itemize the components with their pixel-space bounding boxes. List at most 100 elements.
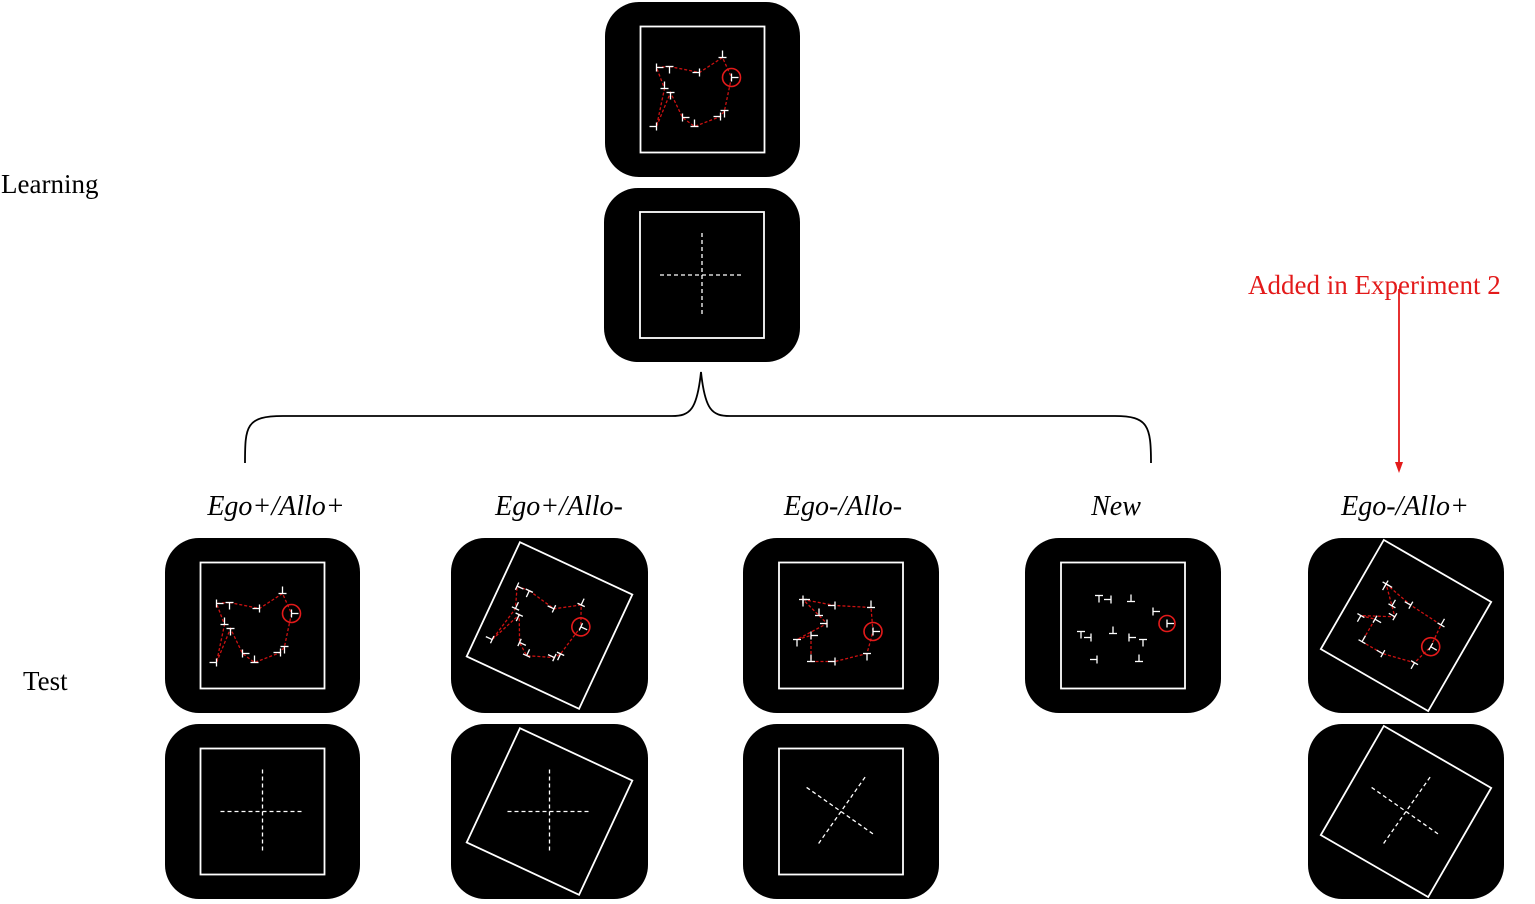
t-shape-item-icon [730, 73, 739, 82]
t-shape-item-icon [863, 652, 871, 661]
t-shape-item-icon [1358, 635, 1367, 645]
t-shape-item-icon [815, 608, 823, 617]
t-shape-item-icon [666, 91, 675, 100]
t-shape-item-icon [1437, 618, 1446, 628]
fixation-display-image [639, 211, 765, 339]
t-shape-item-icon [1139, 638, 1147, 647]
t-shape-item-icon [1128, 633, 1136, 642]
test-label: Test [23, 666, 68, 696]
search-display-image [465, 541, 634, 710]
t-shape-item-icon [1383, 580, 1393, 589]
t-shape-item-icon [556, 651, 565, 661]
t-shape-item-icon [810, 631, 818, 640]
condition-label-ego-minus-allo-minus: Ego-/Allo- [783, 491, 903, 522]
t-shape-item-icon [290, 609, 299, 618]
t-shape-item-icon [525, 588, 534, 598]
t-shape-item-icon [1077, 630, 1085, 639]
t-shape-item-icon [665, 65, 674, 74]
t-shape-item-icon [820, 619, 828, 628]
t-shape-item-icon [1084, 633, 1092, 642]
t-shape-item-icon [802, 595, 810, 604]
t-shape-item-icon [514, 582, 524, 591]
t-shape-item-icon [1152, 607, 1160, 616]
t-shape-item-icon [226, 627, 235, 636]
t-shape-item-icon [692, 68, 701, 77]
t-shape-item-icon [720, 109, 729, 118]
search-display-image [1319, 538, 1493, 713]
fixation-cross-icon [806, 776, 876, 847]
frame [639, 211, 765, 339]
test-fixation-ego-plus-allo-minus [451, 724, 648, 899]
frame [778, 747, 904, 876]
learning-search-display [605, 2, 800, 177]
t-shape-item-icon [681, 113, 690, 122]
search-display-image [1060, 561, 1186, 690]
arrow-down-icon [1395, 289, 1403, 473]
search-path [796, 598, 874, 663]
t-shape-item-icon [655, 63, 664, 72]
condition-label-new: New [1091, 491, 1141, 522]
t-shape-item-icon [1109, 626, 1117, 635]
t-shape-item-icon [690, 119, 699, 128]
t-shape-item-icon [660, 81, 669, 90]
target-circle-icon [281, 603, 302, 624]
t-shape-item-icon [1388, 599, 1397, 609]
t-shape-item-icon [250, 655, 259, 664]
target-circle-icon [1420, 636, 1441, 657]
t-shape-item-icon [517, 638, 527, 647]
t-shape-item-icon [547, 653, 557, 662]
t-shape-item-icon [1135, 654, 1143, 663]
search-display-image [199, 561, 326, 690]
t-shape-item-icon [578, 622, 588, 631]
test-fixation-ego-minus-allo-plus [1308, 724, 1504, 899]
condition-label-ego-plus-allo-minus: Ego+/Allo- [495, 491, 623, 522]
t-shape-item-icon [1090, 655, 1098, 664]
t-shape-item-icon [1404, 601, 1414, 609]
fixation-display-image [778, 747, 904, 876]
test-search-ego-minus-allo-minus [743, 538, 939, 713]
fixation-cross-icon [507, 769, 592, 854]
t-shape-item-icon [1095, 594, 1103, 603]
fixation-cross-icon [660, 233, 744, 317]
t-shape-item-icon [1104, 595, 1112, 604]
t-shape-item-icon [273, 648, 282, 657]
test-search-new [1025, 538, 1221, 713]
learning-fixation-display [604, 188, 800, 362]
target-circle-icon [571, 617, 591, 637]
t-shape-item-icon [577, 598, 586, 608]
t-shape-item-icon [793, 638, 801, 647]
fixation-display-image [199, 747, 326, 876]
search-path [491, 585, 582, 659]
frame [1060, 561, 1186, 690]
t-shape-item-icon [1356, 613, 1365, 623]
target-circle-icon [1158, 614, 1176, 633]
t-shape-item-icon [215, 599, 224, 608]
fixation-display-image [465, 727, 634, 896]
frame [778, 561, 904, 690]
t-shape-item-icon [867, 600, 875, 609]
t-shape-item-icon [649, 122, 658, 131]
t-shape-item-icon [807, 654, 815, 663]
t-shape-item-icon [828, 657, 836, 666]
frame [465, 541, 634, 710]
t-shape-item-icon [252, 604, 261, 613]
t-shape-item-icon [828, 601, 836, 610]
t-shape-item-icon [1376, 649, 1386, 658]
t-shape-item-icon [511, 601, 520, 611]
t-shape-item-icon [1388, 612, 1398, 621]
fixation-cross-icon [220, 769, 305, 854]
t-shape-item-icon [522, 649, 531, 658]
t-shape-item-icon [1372, 615, 1382, 624]
t-shape-item-icon [718, 50, 727, 59]
test-search-ego-plus-allo-minus [451, 538, 648, 713]
t-shape-item-icon [1127, 594, 1135, 603]
target-circle-icon [863, 621, 883, 642]
search-path [1360, 582, 1442, 664]
t-shape-item-icon [485, 635, 495, 644]
added-note: Added in Experiment 2 [1248, 270, 1501, 300]
frame [639, 25, 766, 154]
t-shape-item-icon [220, 617, 229, 626]
frame [1319, 538, 1493, 713]
